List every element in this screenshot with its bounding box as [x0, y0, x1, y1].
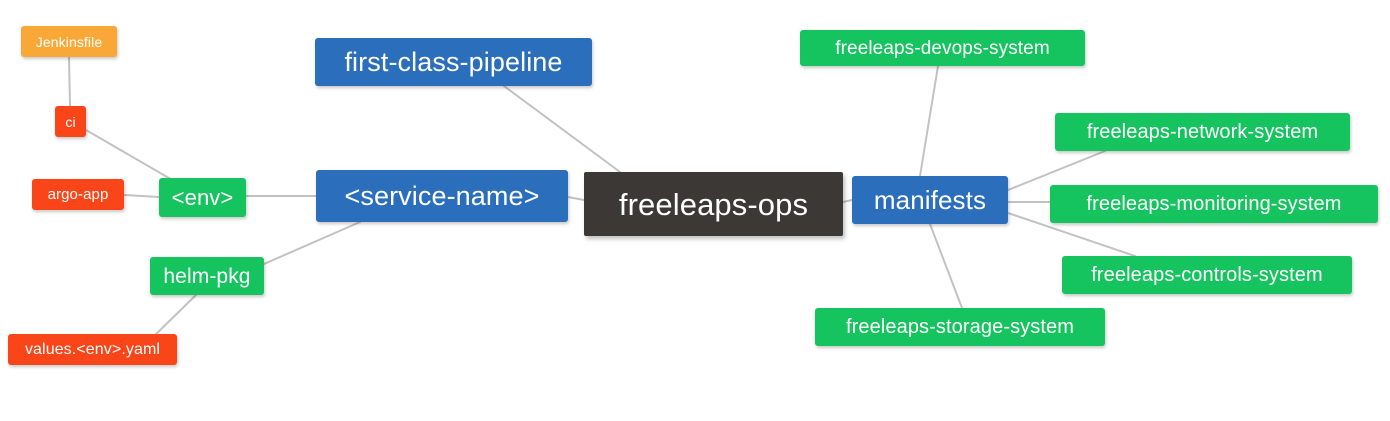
edge-helm-pkg-to-service-name	[263, 221, 361, 265]
node-env[interactable]: <env>	[159, 178, 246, 217]
edge-manifests-to-freeleaps-storage-system	[929, 223, 963, 309]
node-label: <env>	[171, 184, 234, 210]
node-label: helm-pkg	[163, 264, 251, 288]
edge-jenkinsfile-to-ci	[68, 56, 71, 107]
node-ci[interactable]: ci	[55, 106, 86, 137]
edge-service-name-to-freeleaps-ops	[567, 196, 585, 201]
node-manifests[interactable]: manifests	[852, 176, 1008, 224]
node-jenkinsfile[interactable]: Jenkinsfile	[21, 26, 117, 57]
node-label: ci	[65, 113, 76, 130]
node-freeleaps-monitoring-system[interactable]: freeleaps-monitoring-system	[1050, 185, 1378, 223]
node-helm-pkg[interactable]: helm-pkg	[150, 257, 264, 295]
edge-freeleaps-ops-to-manifests	[842, 199, 853, 203]
node-freeleaps-devops-system[interactable]: freeleaps-devops-system	[800, 30, 1085, 66]
node-label: freeleaps-monitoring-system	[1086, 193, 1342, 215]
node-label: first-class-pipeline	[344, 46, 563, 77]
node-label: freeleaps-controls-system	[1091, 264, 1323, 286]
node-freeleaps-storage-system[interactable]: freeleaps-storage-system	[815, 308, 1105, 346]
node-label: freeleaps-devops-system	[835, 37, 1050, 59]
node-first-class-pipeline[interactable]: first-class-pipeline	[315, 38, 592, 86]
node-argo-app[interactable]: argo-app	[32, 179, 124, 210]
node-label: values.<env>.yaml	[24, 340, 161, 358]
node-label: Jenkinsfile	[35, 33, 103, 50]
edge-first-class-pipeline-to-freeleaps-ops	[503, 85, 621, 173]
node-label: <service-name>	[344, 180, 540, 211]
node-values-yaml[interactable]: values.<env>.yaml	[8, 334, 177, 365]
node-label: freeleaps-ops	[618, 186, 809, 222]
node-freeleaps-controls-system[interactable]: freeleaps-controls-system	[1062, 256, 1352, 294]
node-freeleaps-ops[interactable]: freeleaps-ops	[584, 172, 843, 236]
edge-argo-app-to-env	[123, 194, 160, 198]
node-service-name[interactable]: <service-name>	[316, 170, 568, 222]
node-label: freeleaps-storage-system	[845, 316, 1075, 338]
node-freeleaps-network-system[interactable]: freeleaps-network-system	[1055, 113, 1350, 151]
node-label: manifests	[873, 185, 987, 215]
node-label: freeleaps-network-system	[1086, 121, 1319, 143]
node-label: argo-app	[47, 186, 109, 203]
edge-manifests-to-freeleaps-devops-system	[919, 65, 939, 177]
